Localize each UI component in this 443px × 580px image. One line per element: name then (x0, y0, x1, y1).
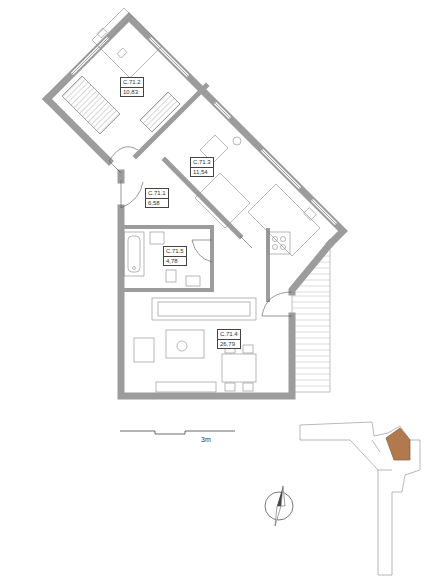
deck-board (292, 338, 330, 339)
deck-board (292, 350, 330, 351)
room-code: C.71.5 (164, 247, 186, 257)
room-code: C.71.2 (121, 78, 143, 88)
room-tag: C.71.16,58 (145, 188, 169, 208)
deck-board (313, 268, 330, 269)
deck-board (292, 302, 330, 303)
doors (109, 147, 292, 316)
room-code: C.71.3 (191, 158, 213, 168)
room-tag: C.71.311,54 (190, 157, 214, 177)
room-area: 26,79 (218, 340, 240, 349)
room-tag: C.71.426,79 (217, 329, 241, 349)
deck-board (292, 296, 330, 297)
furniture (92, 8, 320, 392)
room-area: 10,83 (121, 88, 143, 97)
deck-board (292, 386, 330, 387)
deck-board (292, 356, 330, 357)
deck-board (292, 344, 330, 345)
deck-board (292, 314, 330, 315)
window-lines (72, 38, 336, 224)
windows (72, 38, 336, 224)
deck-board (292, 332, 330, 333)
deck-board (292, 326, 330, 327)
room-area: 4,78 (164, 257, 186, 266)
deck-board (309, 274, 330, 275)
deck-board (292, 362, 330, 363)
compass (265, 486, 293, 526)
key-plan (300, 422, 420, 575)
scale-label: 3m (200, 436, 212, 443)
wardrobes (62, 76, 180, 134)
deck-board (295, 292, 330, 293)
room-code: C.71.4 (218, 330, 240, 340)
room-code: C.71.1 (146, 189, 168, 199)
deck-board (292, 308, 330, 309)
scale-bar (120, 431, 235, 434)
deck-board (292, 368, 330, 369)
deck-board (304, 280, 330, 281)
room-area: 11,54 (191, 168, 213, 177)
room-tag: C.71.210,83 (120, 77, 144, 97)
deck-board (300, 286, 330, 287)
walls (47, 17, 343, 396)
deck-board (292, 380, 330, 381)
deck-board (292, 374, 330, 375)
deck-board (292, 320, 330, 321)
room-tag: C.71.54,78 (163, 246, 187, 266)
room-area: 6,58 (146, 199, 168, 208)
